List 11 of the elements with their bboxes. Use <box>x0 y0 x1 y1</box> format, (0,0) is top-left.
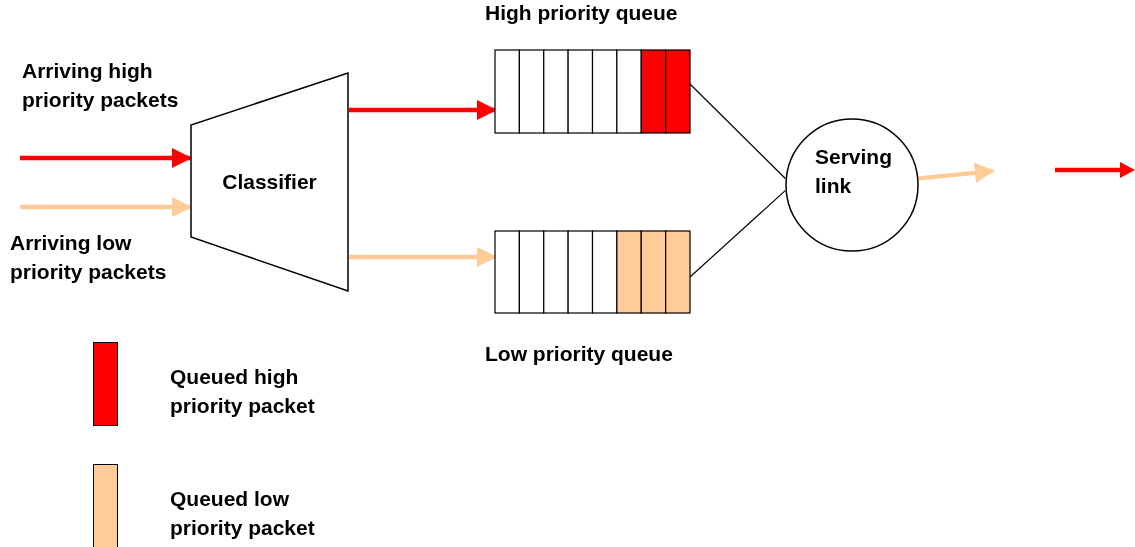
queue-title: Low priority queue <box>485 341 673 367</box>
arrow <box>20 196 193 218</box>
queue-title: High priority queue <box>485 0 678 26</box>
legend-label: Queued high priority packet <box>170 364 316 419</box>
node-label: Classifier <box>221 169 318 195</box>
arrow <box>918 162 995 183</box>
flow-label: Arriving high priority packets <box>22 58 180 113</box>
legend-label: Queued low priority packet <box>170 486 316 541</box>
arrow <box>20 147 193 169</box>
node-label: Serving link <box>815 144 894 199</box>
flow-label: Arriving low priority packets <box>10 230 168 285</box>
